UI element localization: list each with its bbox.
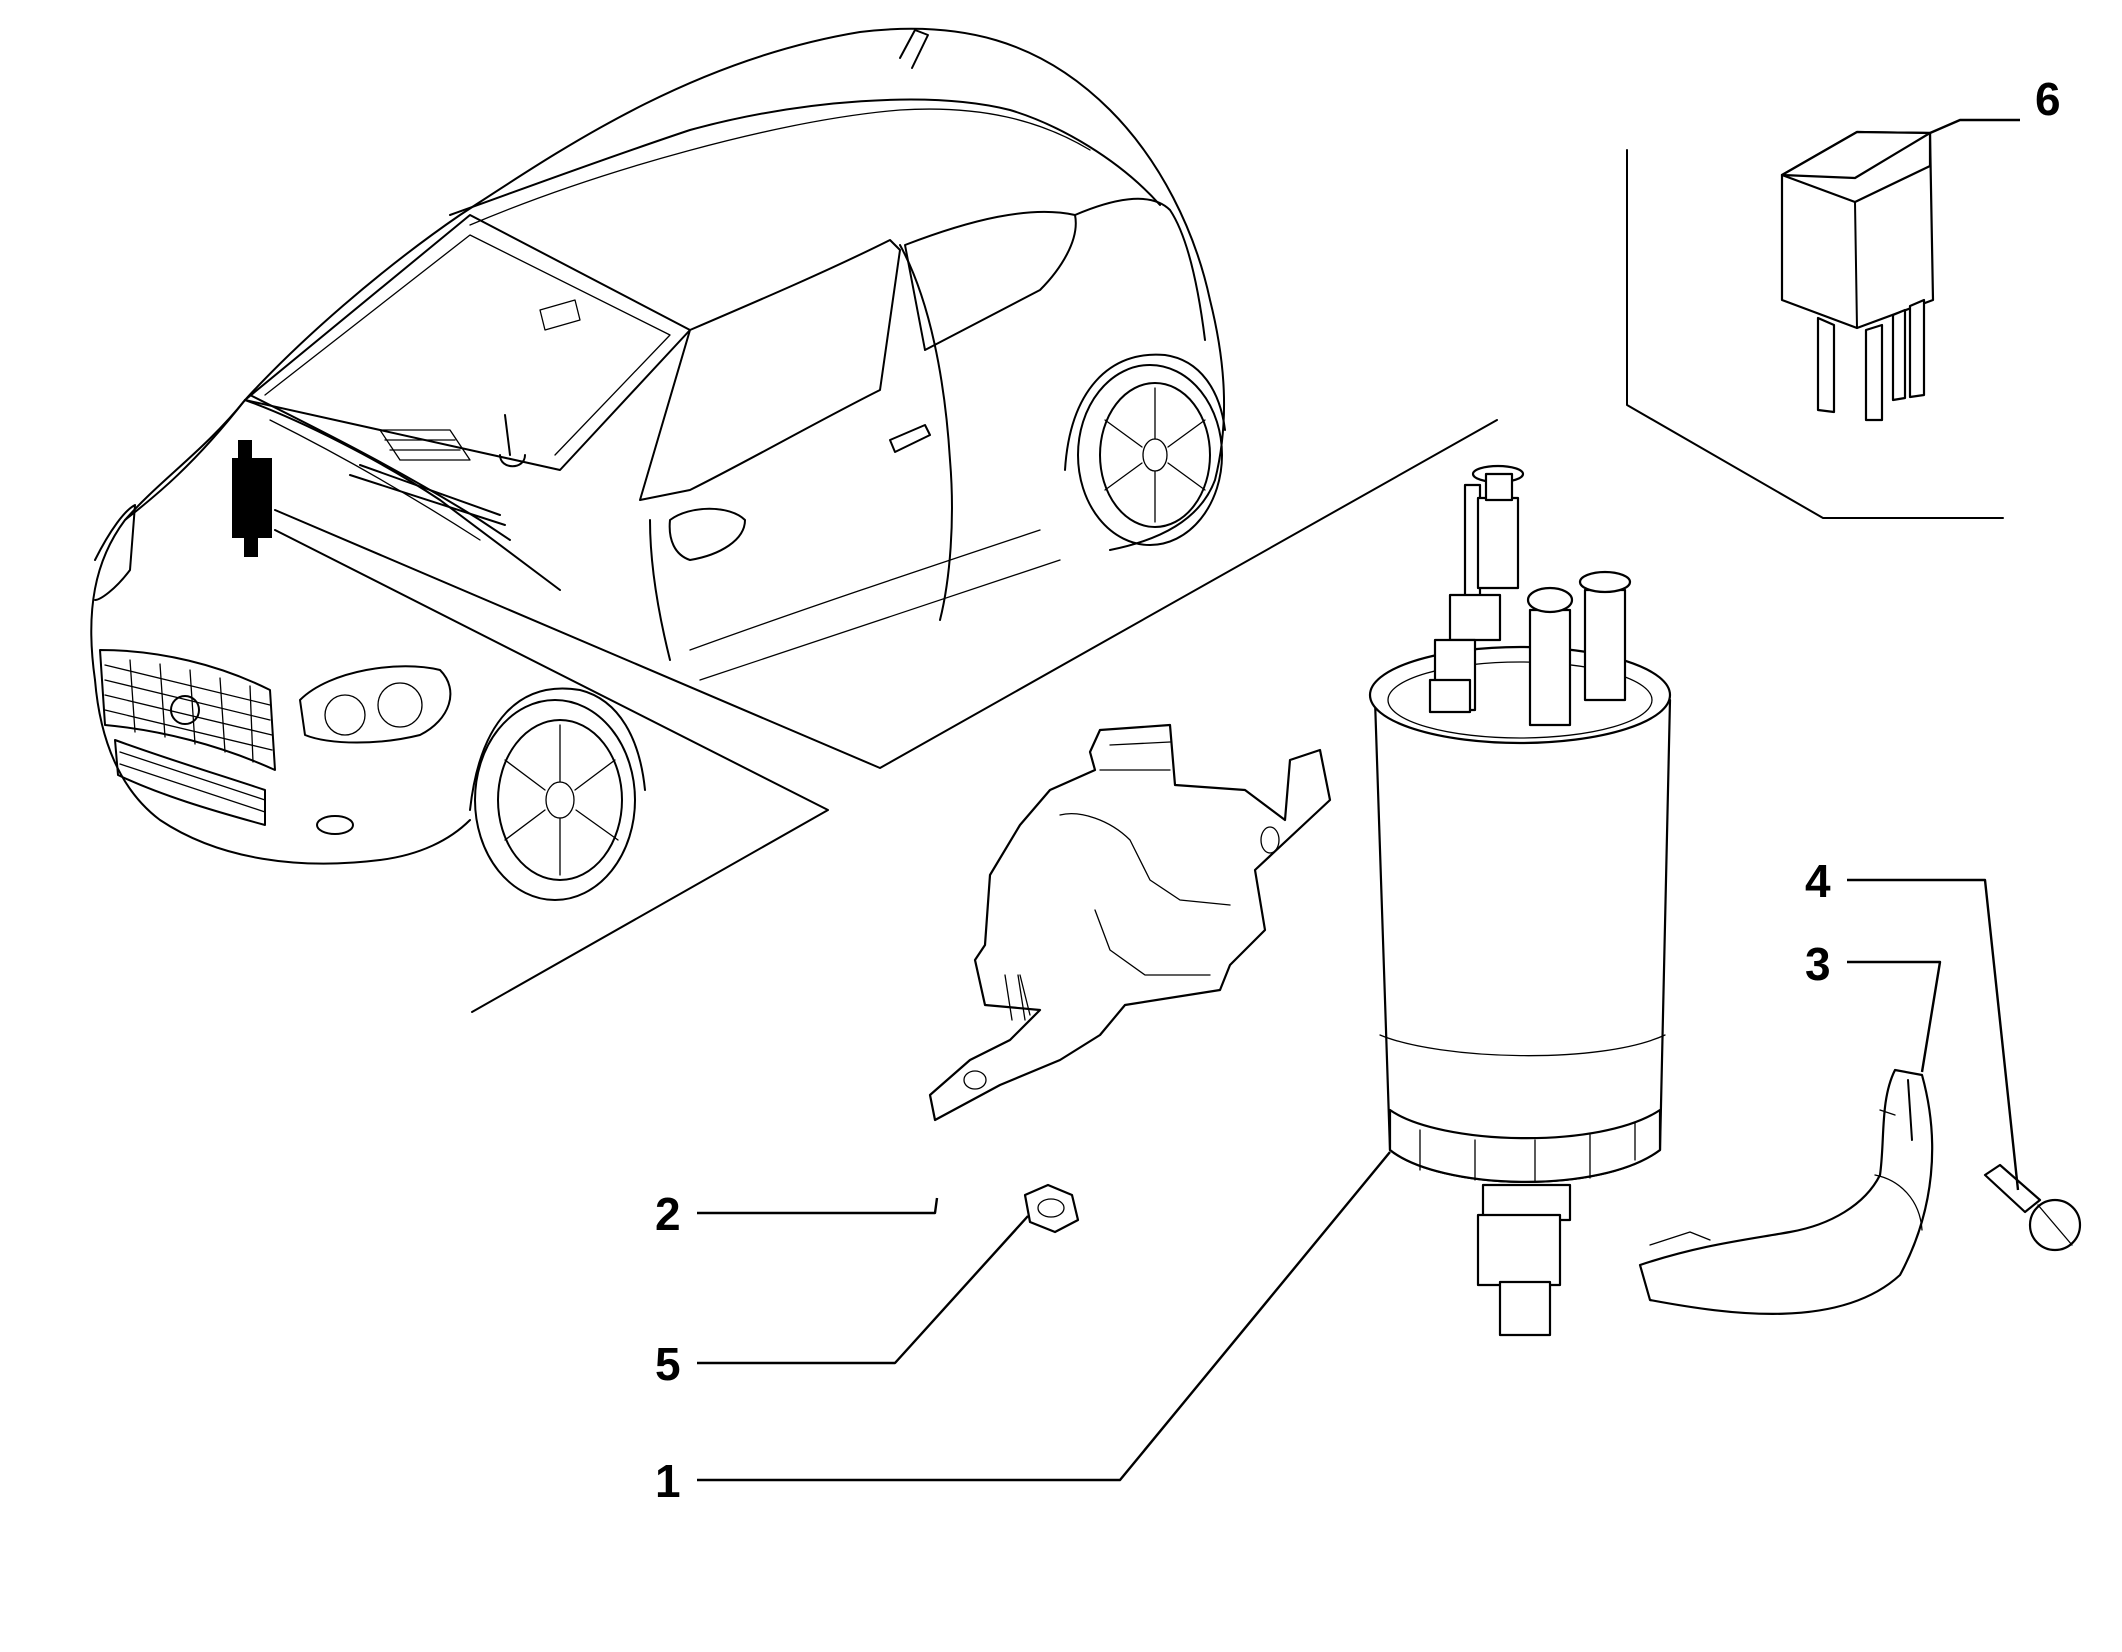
leader-3: [1847, 960, 1942, 1073]
clamp-part: [1638, 1068, 1934, 1315]
car-illustration: [90, 27, 1226, 901]
highlighted-filter-location: [232, 458, 272, 538]
callout-2: 2: [655, 1188, 681, 1240]
leader-1: [697, 1151, 1391, 1482]
zoom-line-lower: [274, 529, 829, 1013]
bolt-part: [1983, 1163, 2082, 1252]
zoom-line-upper: [274, 419, 1498, 769]
nut-part: [1023, 1183, 1080, 1234]
fuel-filter-part: [1368, 464, 1672, 1337]
relay-part: [1780, 130, 1935, 422]
bracket-part: [928, 723, 1332, 1122]
leader-5: [697, 1215, 1029, 1365]
leader-6: [1929, 118, 2020, 135]
relay-detail-frame: [1626, 149, 2004, 519]
callout-1: 1: [655, 1455, 681, 1507]
leader-4: [1847, 878, 2020, 1191]
callout-5: 5: [655, 1338, 681, 1390]
callout-6: 6: [2035, 73, 2061, 125]
callout-3: 3: [1805, 938, 1831, 990]
callout-4: 4: [1805, 855, 1831, 907]
leader-2: [697, 1197, 939, 1215]
